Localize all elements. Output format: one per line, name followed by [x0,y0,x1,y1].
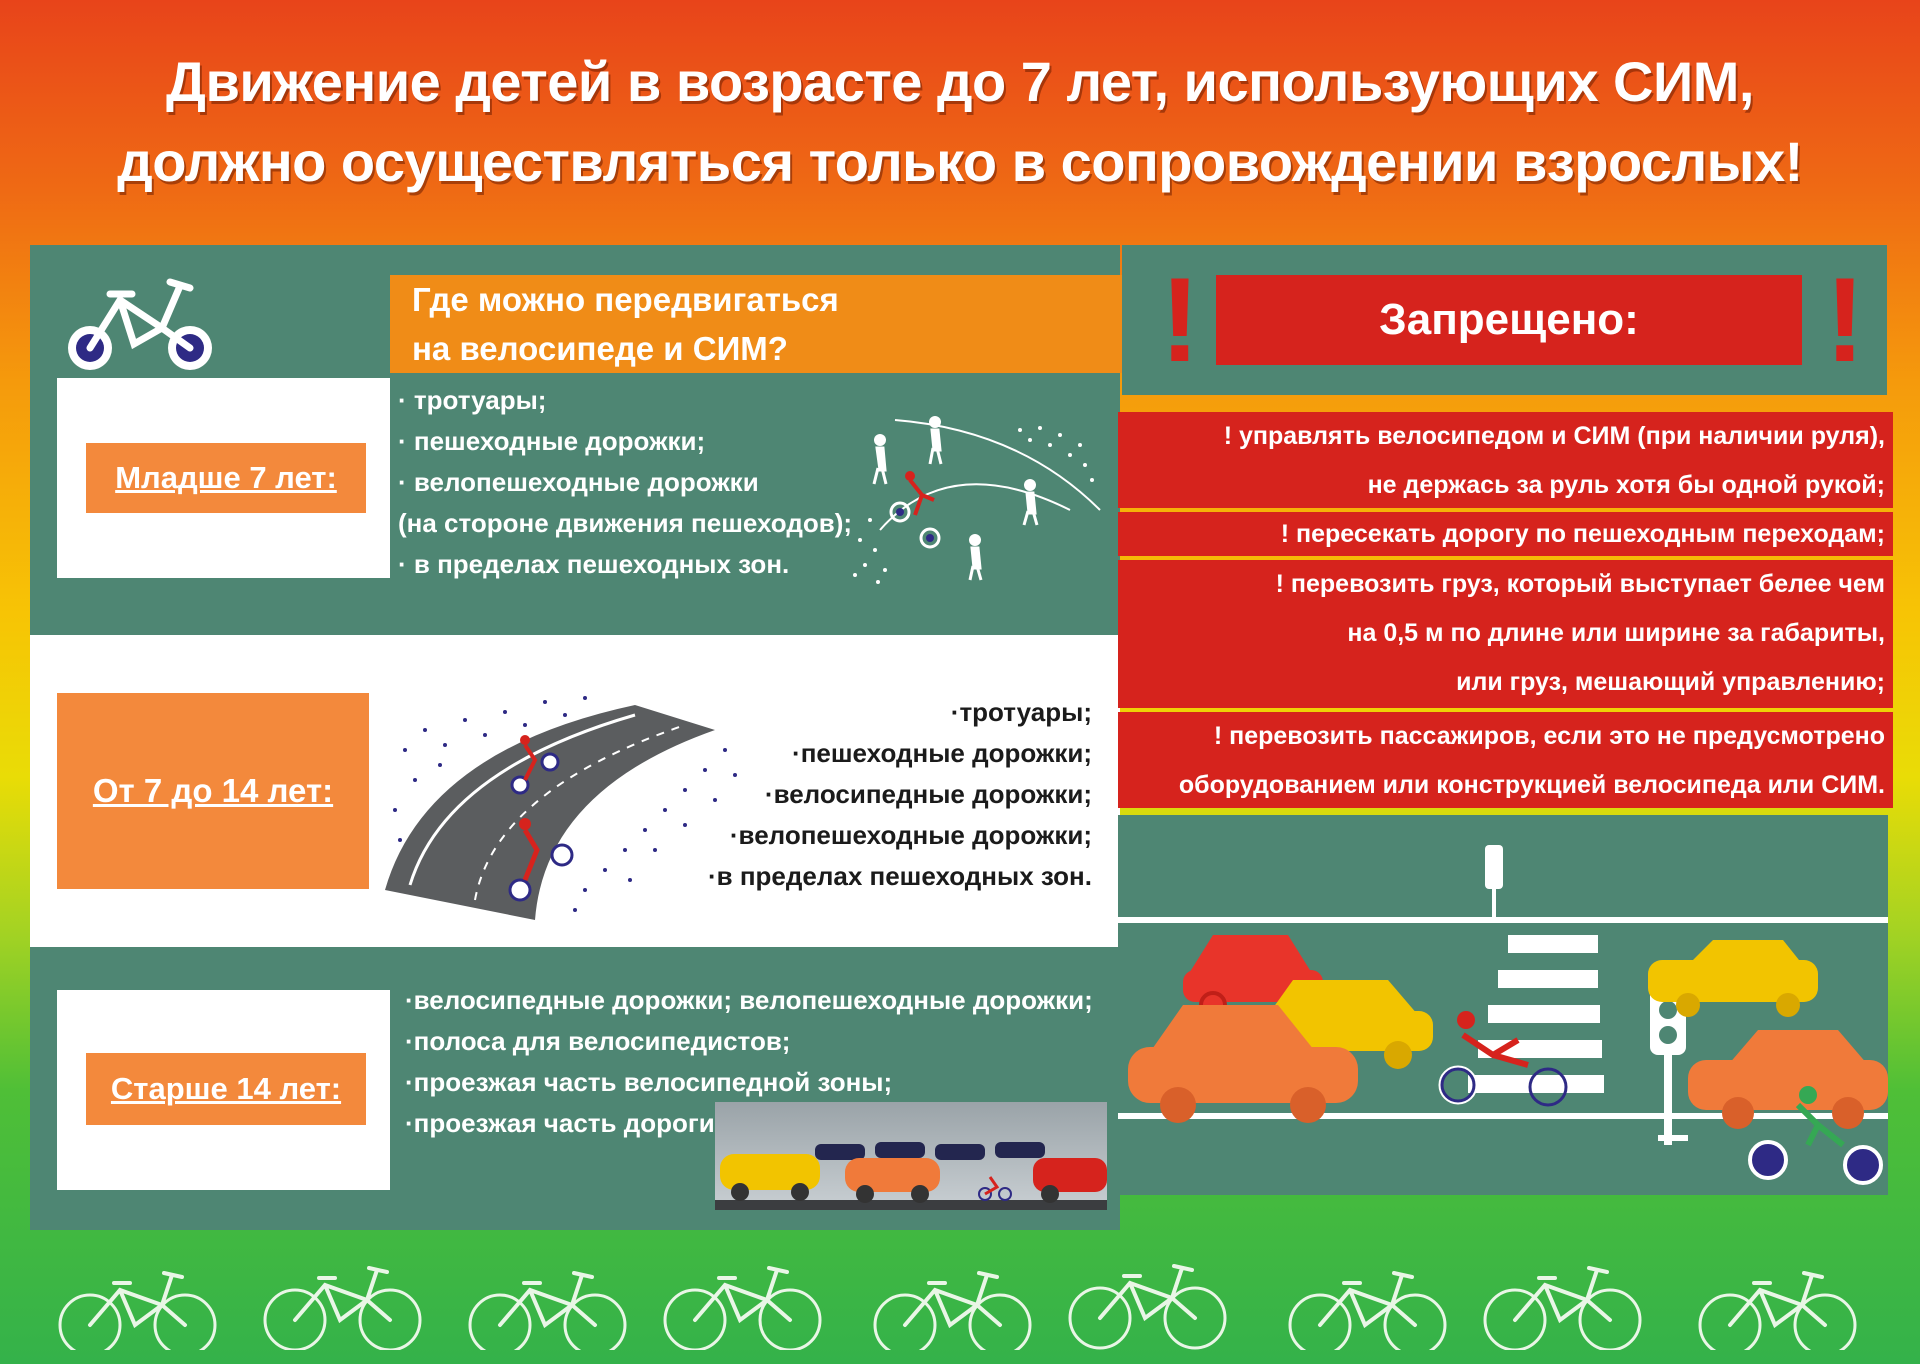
where-heading: Где можно передвигаться на велосипеде и … [390,275,1122,373]
list-item: ·велосипедные дорожки; [764,779,1092,809]
bicycle-icon [873,1271,1032,1350]
car-icon [1128,935,1888,1129]
crossing-illustration-panel [1118,815,1888,1195]
bicycle-icon [1483,1266,1642,1350]
bicycle-icon [263,1266,422,1350]
list-item: ·в пределах пешеходных зон. [707,861,1092,891]
list-item: ·полоса для велосипедистов; [405,1026,791,1056]
exclamation-left: ! [1160,253,1200,387]
list-item: · тротуары; [398,385,547,415]
bicycle-icon [1698,1271,1857,1350]
page-title-line2: должно осуществляться только в сопровожд… [117,130,1803,193]
cyclist-icon [1438,1011,1883,1185]
list-item: ·велопешеходные дорожки; [729,820,1092,850]
group-7-14-list: ·тротуары; ·пешеходные дорожки; ·велосип… [700,692,1092,897]
pedestrian-icon [872,434,888,485]
forbidden-rule-1: ! управлять велосипедом и СИМ (при налич… [1118,412,1893,508]
bicycle-icon [58,1271,217,1350]
forbidden-heading: Запрещено: [1216,275,1802,365]
group-7-14-label: От 7 до 14 лет: [57,693,369,889]
page-title-line1: Движение детей в возрасте до 7 лет, испо… [166,50,1754,113]
car-icon [720,1154,1107,1203]
list-item: · в пределах пешеходных зон. [398,549,790,579]
list-item: ·проезжая часть дороги. [405,1108,722,1138]
decorative-bicycle-row [0,1240,1920,1350]
bicycle-icon [468,1271,627,1350]
group-under7-list: · тротуары; · пешеходные дорожки; · вело… [398,380,852,585]
bicycle-icon [1288,1271,1447,1350]
group-under7-label: Младше 7 лет: [86,443,366,513]
bicycle-icon [1068,1264,1227,1350]
forbidden-rule-3: ! перевозить груз, который выступает бел… [1118,560,1893,708]
list-item: ·проезжая часть велосипедной зоны; [405,1067,893,1097]
cyclist-icon [889,471,941,549]
group-over14-label: Старше 14 лет: [86,1053,366,1125]
crosswalk-icon [1468,935,1604,1093]
list-item: ·тротуары; [950,697,1092,727]
pedestrian-zone-illustration [830,400,1110,590]
forbidden-rule-2: ! пересекать дорогу по пешеходным перехо… [1118,512,1893,556]
list-item: ·пешеходные дорожки; [792,738,1092,768]
list-item: · велопешеходные дорожки [398,467,759,497]
where-heading-line1: Где можно передвигаться [412,281,839,318]
list-item: (на стороне движения пешеходов); [398,508,853,538]
cyclist-icon [508,735,574,902]
group-over14-list: ·велосипедные дорожки; велопешеходные до… [405,980,1093,1144]
where-heading-line2: на велосипеде и СИМ? [412,330,788,367]
bicycle-icon [663,1266,822,1350]
bicycle-icon [62,272,222,377]
exclamation-right: ! [1825,253,1865,387]
forbidden-rule-4: ! перевозить пассажиров, если это не пре… [1118,712,1893,808]
list-item: · пешеходные дорожки; [398,426,706,456]
traffic-road-illustration [715,1102,1107,1210]
bike-path-illustration [385,690,775,920]
list-item: ·велосипедные дорожки; велопешеходные до… [405,985,1093,1015]
